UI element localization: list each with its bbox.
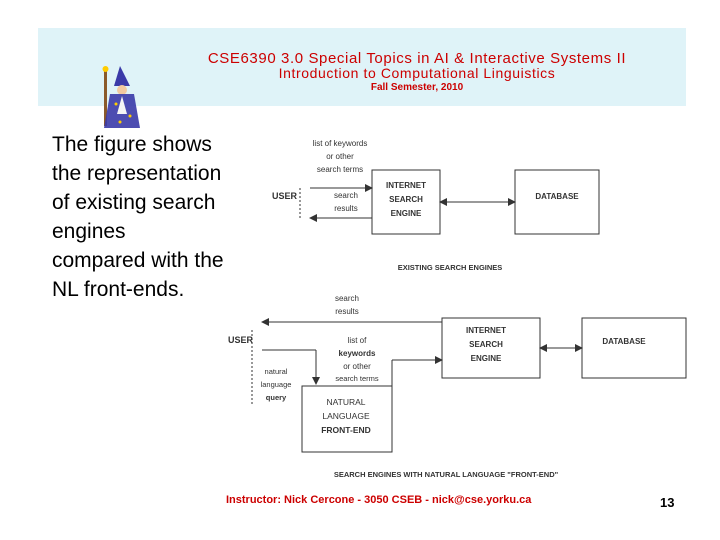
frontend-label: FRONT-END	[321, 425, 371, 435]
bottom-caption: SEARCH ENGINES WITH NATURAL LANGUAGE "FR…	[334, 470, 559, 479]
top-database-label: DATABASE	[535, 192, 579, 201]
bottom-keywords-label: keywords	[339, 349, 376, 358]
course-subtitle: Introduction to Computational Linguistic…	[278, 65, 556, 81]
bottom-user-label: USER	[228, 335, 254, 345]
search-engine-diagram: USER list of keywords or other search te…	[228, 139, 687, 479]
query-label: natural	[265, 367, 288, 376]
frontend-label: NATURAL	[326, 397, 365, 407]
top-keywords-label: search terms	[317, 165, 363, 174]
frontend-label: LANGUAGE	[322, 411, 370, 421]
wizard-logo	[102, 66, 140, 128]
bottom-results-label: results	[335, 307, 359, 316]
title-banner: CSE6390 3.0 Special Topics in AI & Inter…	[38, 28, 686, 128]
top-database-box	[514, 169, 600, 235]
top-user-label: USER	[272, 191, 298, 201]
top-keywords-label: list of keywords	[313, 139, 368, 148]
top-keywords-label: or other	[326, 152, 354, 161]
bottom-database-label: DATABASE	[602, 337, 646, 346]
query-label: language	[261, 380, 292, 389]
course-title: CSE6390 3.0 Special Topics in AI & Inter…	[207, 50, 627, 67]
top-results-label: results	[334, 204, 358, 213]
page-number: 13	[660, 495, 675, 510]
bottom-engine-label: INTERNET	[466, 326, 506, 335]
bottom-engine-label: SEARCH	[469, 340, 503, 349]
bottom-keywords-label: list of	[348, 336, 367, 345]
top-engine-label: ENGINE	[391, 209, 422, 218]
top-engine-label: SEARCH	[389, 195, 423, 204]
bottom-keywords-label: or other	[343, 362, 371, 371]
footer-instructor: Instructor: Nick Cercone - 3050 CSEB - n…	[226, 494, 532, 506]
bottom-results-label: search	[335, 294, 359, 303]
body-text: The figure shows the representation of e…	[52, 133, 224, 301]
top-engine-label: INTERNET	[386, 181, 426, 190]
semester-label: Fall Semester, 2010	[370, 82, 464, 93]
bottom-engine-label: ENGINE	[471, 354, 502, 363]
top-results-label: search	[334, 191, 358, 200]
top-caption: EXISTING SEARCH ENGINES	[398, 263, 503, 272]
bottom-keywords-label: search terms	[335, 374, 379, 383]
frontend-box	[301, 385, 393, 453]
bottom-database-box	[581, 317, 687, 379]
query-label: query	[266, 393, 287, 402]
